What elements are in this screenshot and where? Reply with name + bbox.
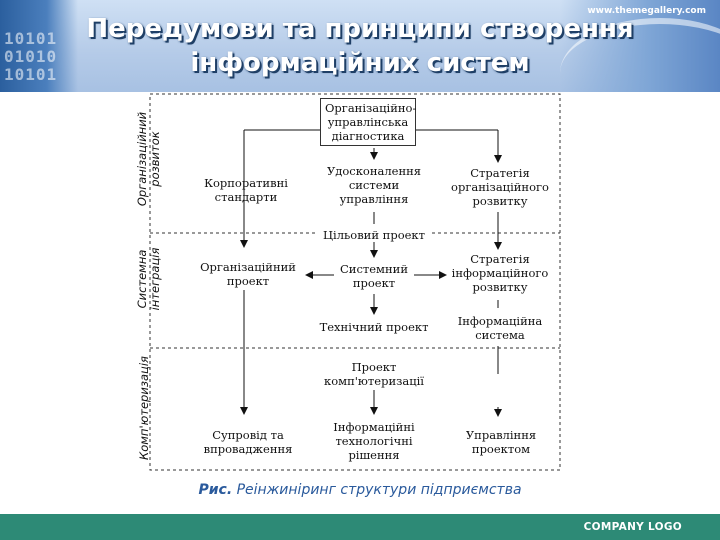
title-line-1: Передумови та принципи створення xyxy=(86,14,634,44)
node-technical-project: Технічний проект xyxy=(319,320,429,334)
node-info-strategy: Стратегія інформаційного розвитку xyxy=(451,252,549,294)
header-banner: 10101 01010 10101 xyxy=(0,0,720,96)
title-line-2: інформаційних систем xyxy=(190,48,530,78)
band-label-computerization: Комп'ютеризація xyxy=(137,356,151,460)
footer-bar: COMPANY LOGO xyxy=(0,514,720,540)
node-it-solutions: Інформаційні технологічні рішення xyxy=(333,420,415,462)
header-swoosh-decoration xyxy=(560,18,720,96)
node-org-diagnostics: Організаційно- управлінська діагностика xyxy=(320,98,416,146)
caption-text: Реінжиніринг структури підприємства xyxy=(232,482,522,498)
band-label-org-development: Організаційний розвиток xyxy=(135,111,162,207)
page-title: Передумови та принципи створення інформа… xyxy=(0,12,720,80)
band-label-system-integration: Системна інтеграція xyxy=(135,247,162,311)
node-project-management: Управління проектом xyxy=(465,428,537,456)
reengineering-diagram: Організаційний розвиток Системна інтегра… xyxy=(135,92,564,475)
node-org-project: Організаційний проект xyxy=(200,260,296,288)
node-improve-management: Удосконалення системи управління xyxy=(326,164,422,206)
node-corporate-standards: Корпоративні стандарти xyxy=(204,176,288,204)
node-support: Супровід та впровадження xyxy=(203,428,293,456)
node-info-system: Інформаційна система xyxy=(457,314,543,342)
header-left-decoration: 10101 01010 10101 xyxy=(0,0,78,96)
outer-frame xyxy=(149,93,561,471)
node-computerization-project: Проект комп'ютеризації xyxy=(324,360,424,388)
figure-caption: Рис. Реінжиніринг структури підприємства xyxy=(0,482,720,498)
company-logo[interactable]: COMPANY LOGO xyxy=(583,521,682,533)
node-system-project: Системний проект xyxy=(339,262,408,290)
binary-digits-decoration: 10101 01010 10101 xyxy=(4,29,58,84)
website-url: www.themegallery.com xyxy=(587,6,706,16)
caption-prefix: Рис. xyxy=(198,482,233,498)
node-target-project: Цільовий проект xyxy=(318,228,430,242)
node-org-strategy: Стратегія організаційного розвитку xyxy=(451,166,549,208)
